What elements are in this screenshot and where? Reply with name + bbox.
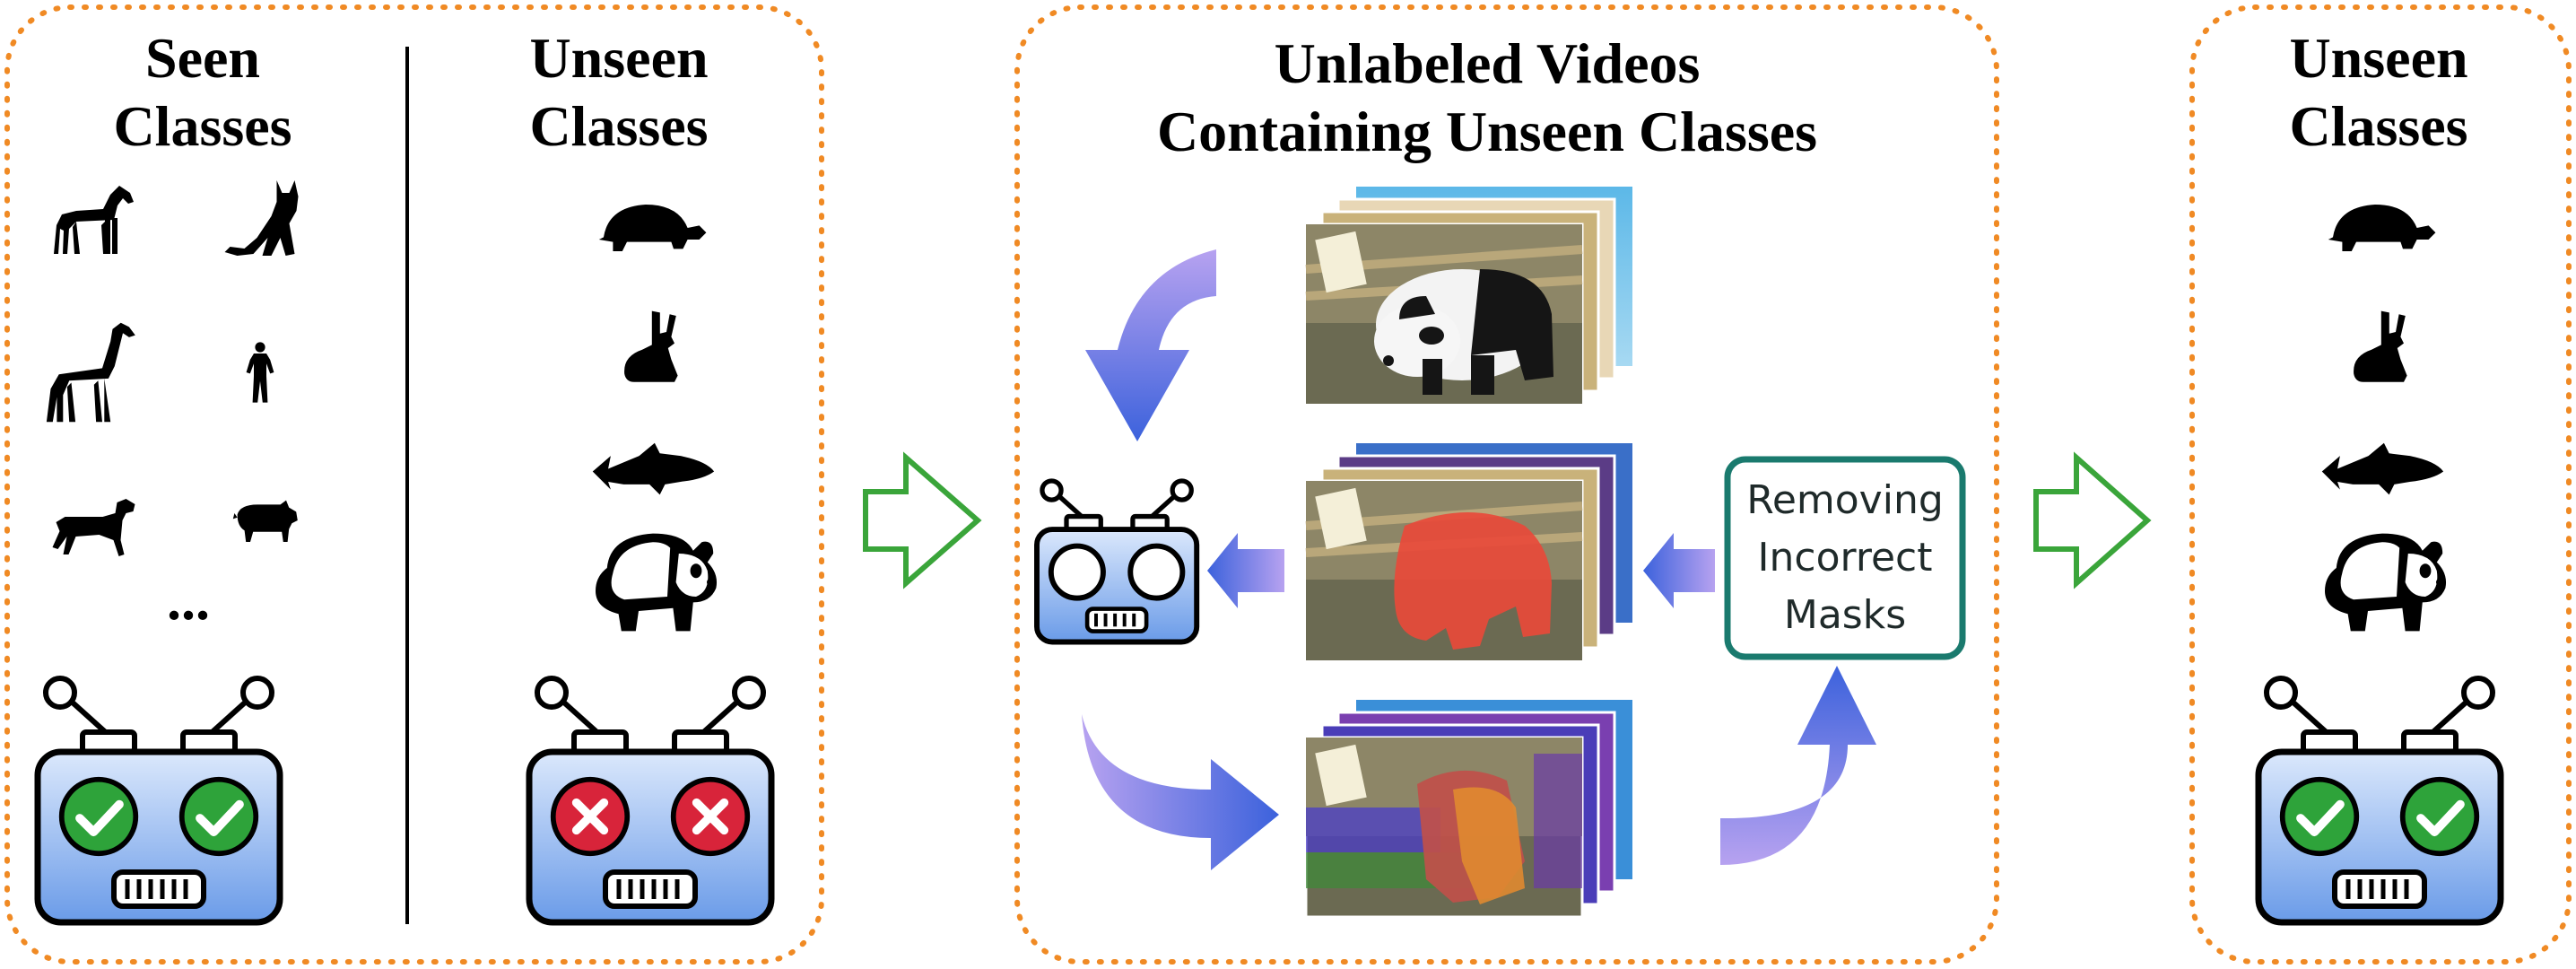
unseen-title-line2: Classes (529, 94, 708, 158)
pig-icon (232, 500, 298, 542)
panel-border-right (2189, 4, 2572, 965)
seen-title-line2: Classes (113, 94, 292, 158)
panda-icon (2325, 533, 2447, 632)
middle-title-line2: Containing Unseen Classes (1157, 100, 1817, 163)
fish-icon (2321, 442, 2444, 495)
cat-icon (224, 180, 299, 256)
result-title-line1: Unseen (2289, 26, 2467, 90)
check-icon (179, 777, 258, 856)
unseen-title-line1: Unseen (529, 26, 708, 90)
panel-border-left (4, 4, 824, 965)
person-icon (246, 342, 274, 403)
panel-border-middle (1014, 4, 1999, 965)
panda-icon (596, 533, 718, 632)
check-icon (2400, 777, 2479, 856)
result-title-line2: Classes (2289, 94, 2467, 158)
panel-self-training: Unlabeled Videos Containing Unseen Class… (1014, 4, 1999, 965)
cross-icon (671, 777, 750, 856)
panda-video-frames-correct-mask (1304, 443, 1632, 662)
check-icon (59, 777, 138, 856)
turtle-icon (2328, 205, 2436, 251)
curved-arrow-videos-to-filter (1720, 666, 1876, 865)
transition-arrow-right (863, 451, 982, 589)
rabbit-icon (624, 310, 678, 382)
panel-training-classes: Seen Classes ... Unseen Classes (4, 4, 824, 965)
curved-arrow-robot-to-videos (1082, 714, 1279, 870)
middle-title-line1: Unlabeled Videos (1275, 31, 1701, 95)
fish-icon (592, 442, 715, 495)
filter-box-line1: Removing (1746, 477, 1944, 523)
robot-student (1034, 478, 1200, 645)
turtle-icon (598, 205, 707, 251)
check-icon (2280, 777, 2359, 856)
filter-box-line3: Masks (1784, 592, 1906, 638)
panel-result: Unseen Classes (2189, 4, 2572, 965)
arrow-filter-to-masks (1643, 533, 1715, 608)
cross-icon (551, 777, 630, 856)
arrow-masks-to-robot (1207, 533, 1284, 608)
giraffe-icon (46, 322, 135, 423)
robot-adapted (2255, 676, 2504, 926)
ellipsis: ... (167, 568, 210, 632)
panda-video-frames-raw (1304, 187, 1632, 406)
curved-arrow-to-robot (1085, 249, 1216, 441)
filter-box-line2: Incorrect (1758, 535, 1933, 581)
rabbit-icon (2354, 310, 2407, 382)
seen-title-line1: Seen (145, 26, 260, 90)
robot-unseen-failing (526, 676, 775, 926)
robot-seen (34, 676, 283, 926)
dog-icon (52, 499, 135, 556)
panda-video-frames-incorrect-mask (1304, 700, 1632, 919)
transition-arrow-right-2 (2033, 451, 2152, 589)
horse-icon (54, 186, 134, 254)
removing-incorrect-masks-box (1724, 456, 1966, 660)
